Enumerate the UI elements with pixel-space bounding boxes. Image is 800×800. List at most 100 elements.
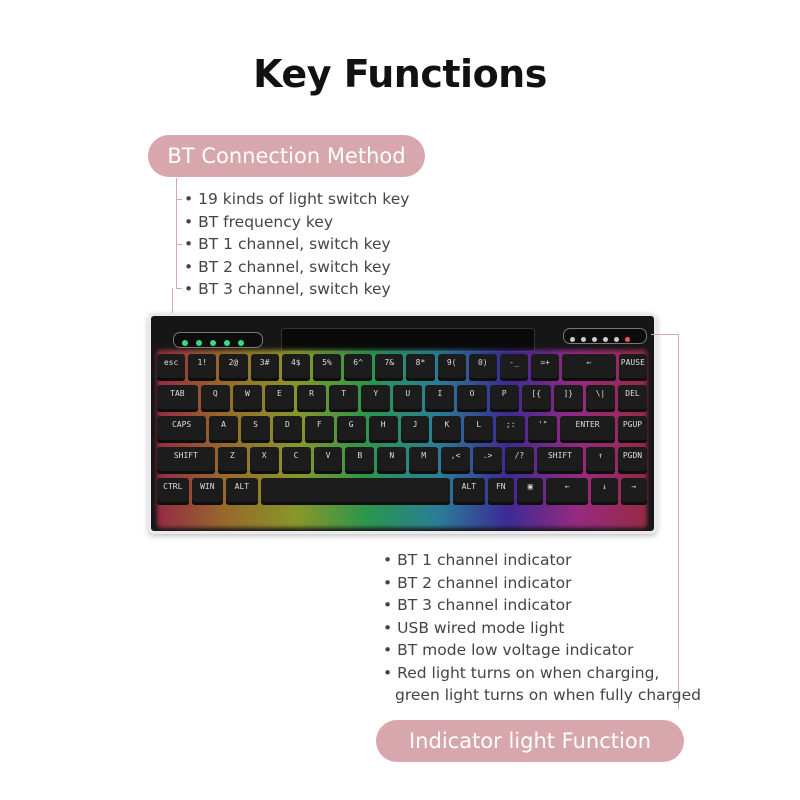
bt-feature-list: 19 kinds of light switch key BT frequenc…	[184, 188, 409, 301]
indicator-panel	[563, 328, 647, 344]
keyboard-key: ,<	[441, 447, 471, 474]
keyboard-key: [{	[521, 385, 551, 412]
keyboard-key: 7&	[375, 354, 404, 381]
keyboard-key: WIN	[191, 478, 224, 505]
keyboard-key: CTRL	[157, 478, 189, 505]
keyboard-key: \|	[585, 385, 615, 412]
keyboard-key: Q	[200, 385, 230, 412]
indicator-light-icon	[570, 337, 575, 342]
keyboard-key: H	[368, 416, 398, 443]
list-item: BT 3 channel, switch key	[184, 278, 409, 301]
keyboard-key: FN	[487, 478, 514, 505]
keyboard-key: N	[377, 447, 407, 474]
light-switch-key-icon	[182, 340, 188, 346]
bt-connector-line	[176, 178, 177, 288]
list-item-continuation: green light turns on when fully charged	[395, 686, 701, 704]
keyboard-key: ↑	[586, 447, 616, 474]
keyboard-key: C	[281, 447, 311, 474]
list-item: Red light turns on when charging,	[383, 662, 701, 685]
keyboard-key: L	[464, 416, 494, 443]
keyboard-key: SHIFT	[536, 447, 584, 474]
keyboard-key: →	[620, 478, 647, 505]
bt-connection-label: BT Connection Method	[148, 135, 425, 177]
keyboard-key: 4$	[281, 354, 310, 381]
keyboard-key: ←	[546, 478, 589, 505]
bt1-key-icon	[210, 340, 216, 346]
keyboard-key: B	[345, 447, 375, 474]
list-item: BT 1 channel indicator	[383, 549, 701, 572]
indicator-light-icon	[625, 337, 630, 342]
keyboard-key	[260, 478, 451, 505]
keyboard-key: A	[209, 416, 239, 443]
indicator-connector-tick	[651, 334, 678, 335]
keyboard-key: DEL	[617, 385, 648, 412]
keyboard-key: .>	[473, 447, 502, 474]
keyboard-key: I	[425, 385, 455, 412]
keyboard-key: ▣	[516, 478, 544, 505]
keyboard-key: Z	[217, 447, 247, 474]
keyboard-key: 3#	[250, 354, 279, 381]
keyboard-key: Y	[361, 385, 391, 412]
indicator-feature-list: BT 1 channel indicator BT 2 channel indi…	[383, 549, 701, 707]
keyboard-key: PAUSE	[618, 354, 647, 381]
indicator-connector-line	[678, 334, 679, 709]
bt-connector-tick	[176, 288, 182, 289]
function-key-panel	[173, 332, 263, 348]
keyboard-key: 2@	[219, 354, 248, 381]
keyboard-key: U	[393, 385, 423, 412]
keyboard-key: K	[432, 416, 462, 443]
keyboard-key: /?	[504, 447, 534, 474]
list-item: BT 1 channel, switch key	[184, 233, 409, 256]
keyboard-key: X	[249, 447, 279, 474]
keyboard-key: PGDN	[618, 447, 647, 474]
keyboard-key: M	[409, 447, 439, 474]
bt-frequency-key-icon	[196, 340, 202, 346]
keyboard-key: 0)	[468, 354, 497, 381]
bt2-key-icon	[224, 340, 230, 346]
keyboard-key: esc	[157, 354, 186, 381]
bt-connector-line-down	[172, 288, 173, 336]
keyboard-key: ;:	[496, 416, 526, 443]
keyboard-key: 6^	[344, 354, 373, 381]
keyboard-key: 1!	[188, 354, 217, 381]
keyboard-key: T	[329, 385, 359, 412]
device-stand-slot	[281, 328, 535, 352]
keyboard-key: 9(	[437, 354, 466, 381]
keyboard-key: 8*	[406, 354, 435, 381]
list-item: BT frequency key	[184, 211, 409, 234]
keyboard-key: R	[297, 385, 327, 412]
keyboard-key: TAB	[157, 385, 198, 412]
keyboard-key: V	[313, 447, 343, 474]
keyboard-key: CAPS	[157, 416, 207, 443]
keyboard-key: ALT	[226, 478, 258, 505]
keyboard-key: D	[272, 416, 302, 443]
keyboard-key: G	[336, 416, 366, 443]
keyboard-key: ALT	[453, 478, 485, 505]
list-item: BT mode low voltage indicator	[383, 639, 701, 662]
keyboard-key: O	[457, 385, 487, 412]
bt-connector-tick	[176, 244, 182, 245]
keyboard-key: '"	[528, 416, 558, 443]
keyboard-key: ]}	[553, 385, 583, 412]
keyboard-key: E	[264, 385, 295, 412]
list-item: USB wired mode light	[383, 617, 701, 640]
list-item: 19 kinds of light switch key	[184, 188, 409, 211]
keyboard-key: SHIFT	[157, 447, 215, 474]
indicator-light-icon	[592, 337, 597, 342]
keyboard-top-bar	[151, 316, 654, 354]
keyboard-key: PGUP	[618, 416, 647, 443]
bt3-key-icon	[238, 340, 244, 346]
page-title: Key Functions	[253, 52, 547, 96]
keyboard-key: ENTER	[560, 416, 616, 443]
indicator-light-icon	[603, 337, 608, 342]
list-item: BT 2 channel indicator	[383, 572, 701, 595]
keyboard-key: J	[400, 416, 430, 443]
bt-connector-tick	[176, 199, 182, 200]
keyboard-key: W	[232, 385, 262, 412]
indicator-light-icon	[581, 337, 586, 342]
